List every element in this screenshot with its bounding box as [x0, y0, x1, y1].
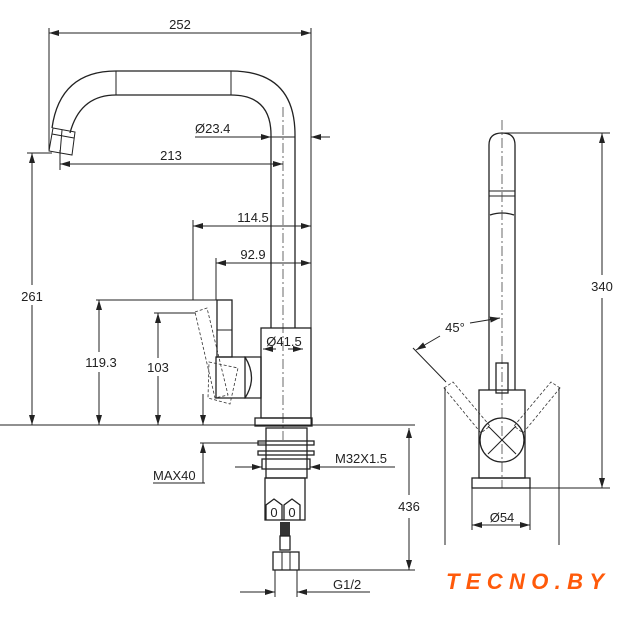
spout-front — [488, 132, 516, 390]
spout-outline — [51, 70, 296, 328]
logo: TECNO.BY — [446, 569, 606, 594]
dim-thread: M32X1.5 — [335, 451, 387, 466]
handle-hub-front — [479, 417, 525, 463]
dim-handle-height: 103 — [147, 360, 169, 375]
dim-spout-reach: 213 — [160, 148, 182, 163]
dim-spout-height: 261 — [21, 289, 43, 304]
aerator — [48, 127, 76, 156]
dim-handle-reach: 92.9 — [240, 247, 265, 262]
dim-lever-height: 119.3 — [85, 355, 117, 370]
dim-body-diameter: Ø41.5 — [266, 334, 301, 349]
nut-mark: 0 — [270, 505, 277, 520]
side-view: 0 0 252 Ø23.4 213 114.5 92.9 261 — [0, 17, 420, 597]
front-view: 45° 340 Ø54 — [412, 120, 613, 545]
dim-lever-reach: 114.5 — [237, 210, 269, 225]
dim-base-diameter: Ø54 — [490, 510, 515, 525]
dim-lever-angle: 45° — [445, 320, 465, 335]
shank: 0 0 — [257, 427, 315, 571]
lever — [216, 299, 233, 358]
dim-spout-diameter: Ø23.4 — [195, 121, 230, 136]
nut-mark: 0 — [288, 505, 295, 520]
dim-hose-thread: G1/2 — [333, 577, 361, 592]
dim-total-height: 340 — [591, 279, 613, 294]
dim-hose-length: 436 — [398, 499, 420, 514]
dim-overall-reach: 252 — [169, 17, 191, 32]
dim-max-deck: MAX40 — [153, 468, 196, 483]
handle-hub — [243, 356, 262, 399]
